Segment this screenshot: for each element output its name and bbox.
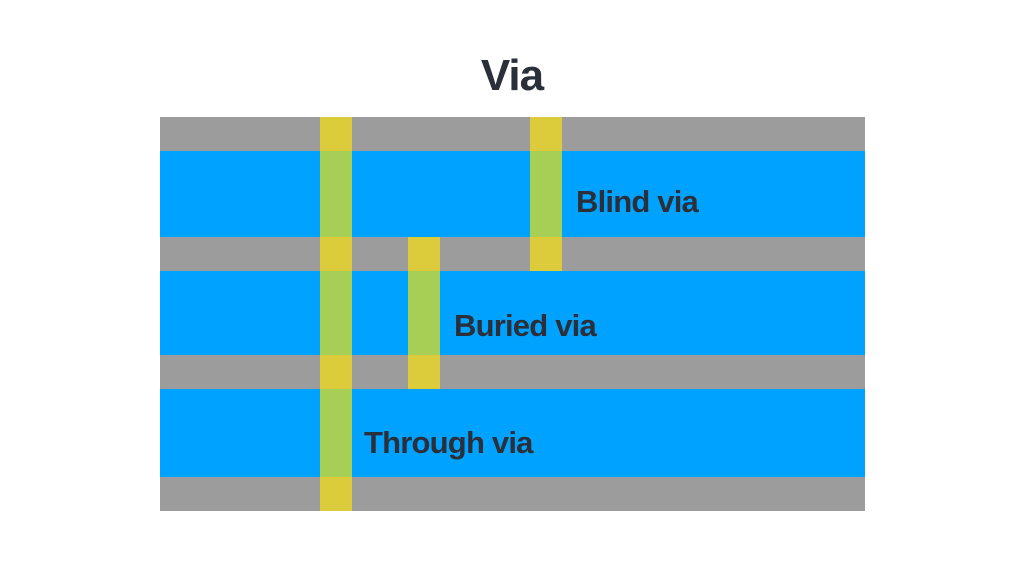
blind-via-pad-2 [530, 237, 562, 271]
substrate-layer-2 [160, 271, 865, 355]
copper-layer-1 [160, 117, 865, 151]
copper-layer-2 [160, 237, 865, 271]
blind-via-pad-1 [530, 117, 562, 151]
through-via-pad-1 [320, 117, 352, 151]
blind-via-label: Blind via [576, 184, 699, 219]
copper-layer-3 [160, 355, 865, 389]
substrate-layer-3 [160, 389, 865, 477]
through-via-label: Through via [364, 425, 533, 460]
through-via-pad-2 [320, 237, 352, 271]
buried-via [408, 237, 440, 389]
blind-via [530, 117, 562, 271]
through-via-pad-3 [320, 355, 352, 389]
copper-layer-4 [160, 477, 865, 511]
buried-via-label: Buried via [454, 308, 597, 343]
diagram-title: Via [480, 51, 544, 100]
through-via-barrel-2 [320, 271, 352, 355]
buried-via-pad-1 [408, 237, 440, 271]
through-via-barrel-3 [320, 389, 352, 477]
through-via [320, 117, 352, 511]
substrate-layer-1 [160, 151, 865, 237]
through-via-pad-4 [320, 477, 352, 511]
blind-via-barrel [530, 151, 562, 237]
buried-via-pad-2 [408, 355, 440, 389]
through-via-barrel-1 [320, 151, 352, 237]
buried-via-barrel [408, 271, 440, 355]
